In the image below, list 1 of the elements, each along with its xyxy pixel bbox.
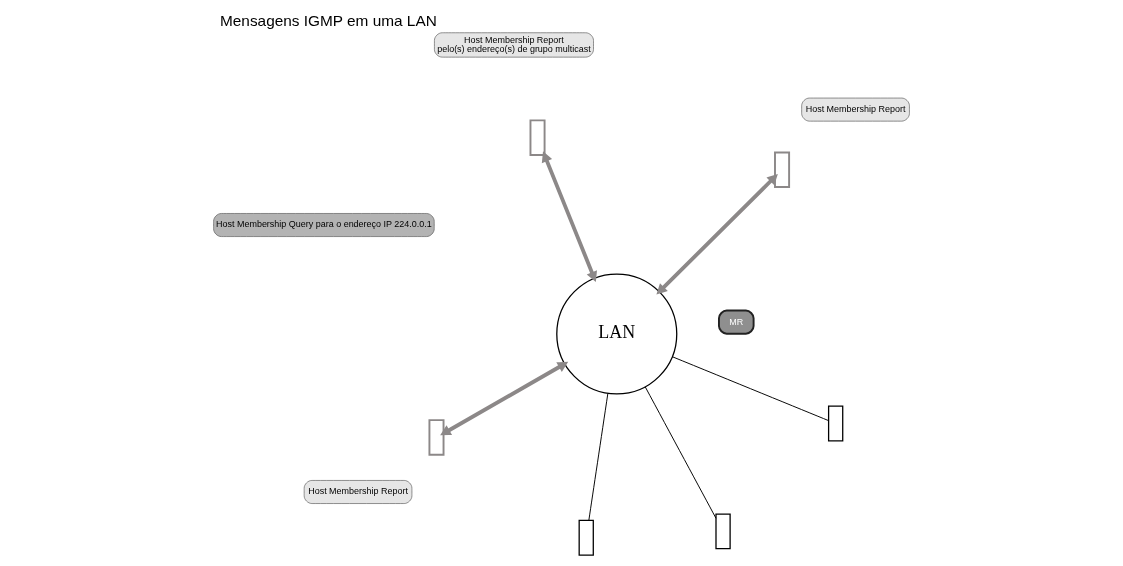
diagram-title: Mensagens IGMP em uma LAN: [220, 11, 437, 29]
